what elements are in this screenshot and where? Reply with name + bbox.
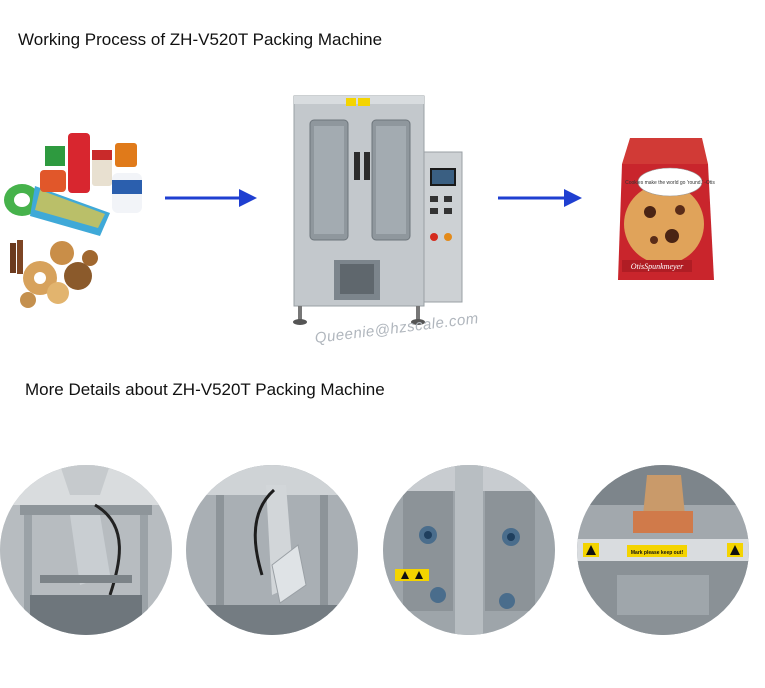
details-title: More Details about ZH-V520T Packing Mach… xyxy=(25,380,385,399)
detail-photo-forming-collar xyxy=(186,465,358,635)
process-arrow-1 xyxy=(165,189,257,207)
process-arrow-2 xyxy=(498,189,582,207)
detail-photo-forming-tube xyxy=(0,465,172,635)
bag-speech-text: Cookies make the world go 'round.' -Otis xyxy=(625,180,715,186)
bag-brand-text: OtisSpunkmeyer xyxy=(631,262,684,271)
process-title: Working Process of ZH-V520T Packing Mach… xyxy=(18,30,383,49)
packing-machine-image xyxy=(293,95,463,325)
warning-label-text: Mark please keep out! xyxy=(631,550,684,556)
detail-photo-bag-outlet: Mark please keep out! xyxy=(577,465,749,635)
film-rolls-and-cookies-image xyxy=(4,133,142,308)
packed-cookie-bag-image: Cookies make the world go 'round.' -Otis… xyxy=(618,138,715,280)
detail-photo-sealing-jaws xyxy=(383,465,555,635)
